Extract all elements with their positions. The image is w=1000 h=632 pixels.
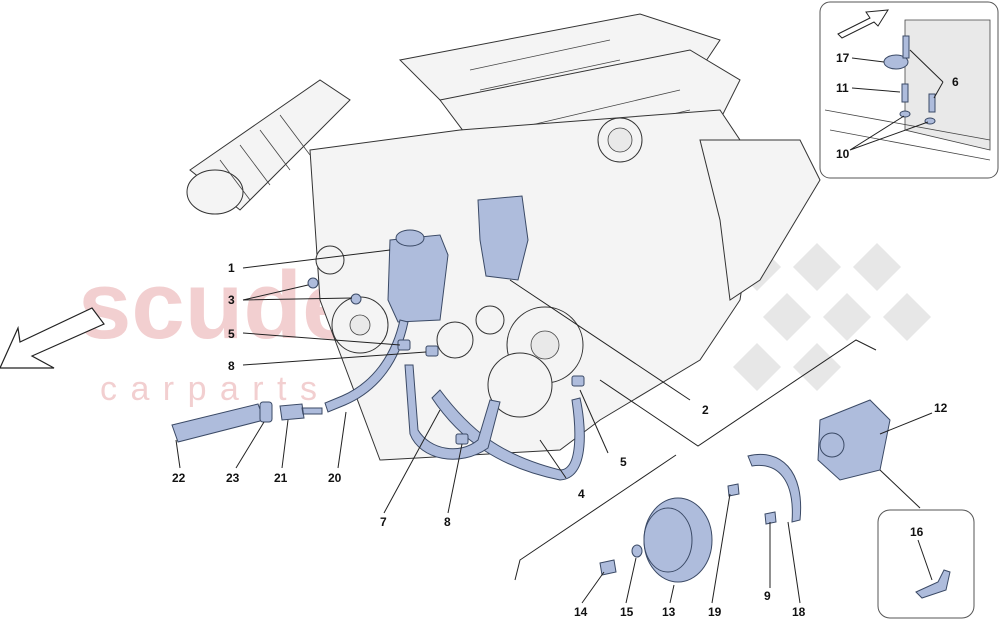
callout-20: 20 [328,471,342,485]
gearbox [699,139,821,301]
callout-5a: 5 [228,327,235,341]
idler-pulley [436,321,474,359]
reservoir-bracket [477,195,529,281]
callout-13: 13 [662,605,676,619]
section-line-2 [599,339,877,447]
pulley-washer [631,544,643,558]
engine-block [309,109,761,461]
hose-clamp-8b [455,433,469,445]
inset-washer-10a [899,110,911,118]
direction-arrow-icon [0,307,105,369]
inset-bolt-6b [928,93,936,113]
callout-4: 4 [578,487,585,501]
hose-clamp-5b [571,375,585,387]
callout-11: 11 [836,81,849,95]
delivery-hose [404,364,501,460]
inset-link-line [879,469,921,509]
intake-opening [186,169,244,215]
callout-21: 21 [274,471,288,485]
callout-8a: 8 [228,359,235,373]
callout-9: 9 [764,589,771,603]
callout-5b: 5 [620,455,627,469]
callout-2: 2 [702,403,709,417]
callout-12: 12 [934,401,948,415]
callout-14: 14 [574,605,588,619]
screw-19 [727,483,740,497]
callout-17: 17 [836,51,850,65]
callout-3: 3 [228,293,235,307]
reservoir-cap [395,229,425,247]
pulley-1-hub [349,314,371,336]
power-steering-parts [171,195,891,583]
pulley-bolt [599,559,617,576]
ac-compressor-hub [530,330,560,360]
nut-b [350,293,362,305]
callout-23: 23 [226,471,240,485]
inset-direction-arrow-icon [837,9,889,39]
pump-pulley-face [643,507,693,573]
watermark-checker [732,242,932,392]
callout-7: 7 [380,515,387,529]
heat-shield [747,454,802,523]
inset-stud-11 [901,83,909,103]
callout-10: 10 [836,147,850,161]
pump-bracket-16 [915,569,951,599]
idler-pulley-2 [475,305,505,335]
head-ribs [469,39,691,151]
hose-connector [279,403,323,421]
callout-18: 18 [792,605,806,619]
callout-6: 6 [952,75,959,89]
lower-pulley [487,352,553,418]
reservoir-tank [387,234,449,323]
inset-bolt-6a [902,35,910,59]
callout-1: 1 [228,261,235,275]
section-lines [514,339,921,581]
hose-clamp-8a [425,345,439,357]
callout-15: 15 [620,605,634,619]
return-hose [431,389,585,481]
watermark-sub: c a r p a r t s [100,370,319,408]
reservoir-outlet-hose [324,319,409,413]
pump-inlet [819,432,845,458]
throttle-bore [607,127,633,153]
leader-lines [175,49,944,604]
callout-16: 16 [910,525,924,539]
top-right-inset [819,1,999,179]
inset-washer-10b [924,117,936,125]
screw-9 [764,511,777,525]
hose-clip [259,401,273,423]
intake-hose [171,403,265,443]
callout-8b: 8 [444,515,451,529]
nut-a [307,277,319,289]
tensioner-pulley [315,245,345,275]
callout-19: 19 [708,605,722,619]
inset-rails [824,109,991,161]
inset-chassis [904,19,991,151]
callouts: 1 2 3 4 5 5 6 7 8 8 9 10 11 12 13 14 15 … [172,51,959,619]
engine-assembly [186,13,821,461]
callout-22: 22 [172,471,186,485]
section-line-1 [514,454,677,581]
intake-corrugations [219,114,311,201]
